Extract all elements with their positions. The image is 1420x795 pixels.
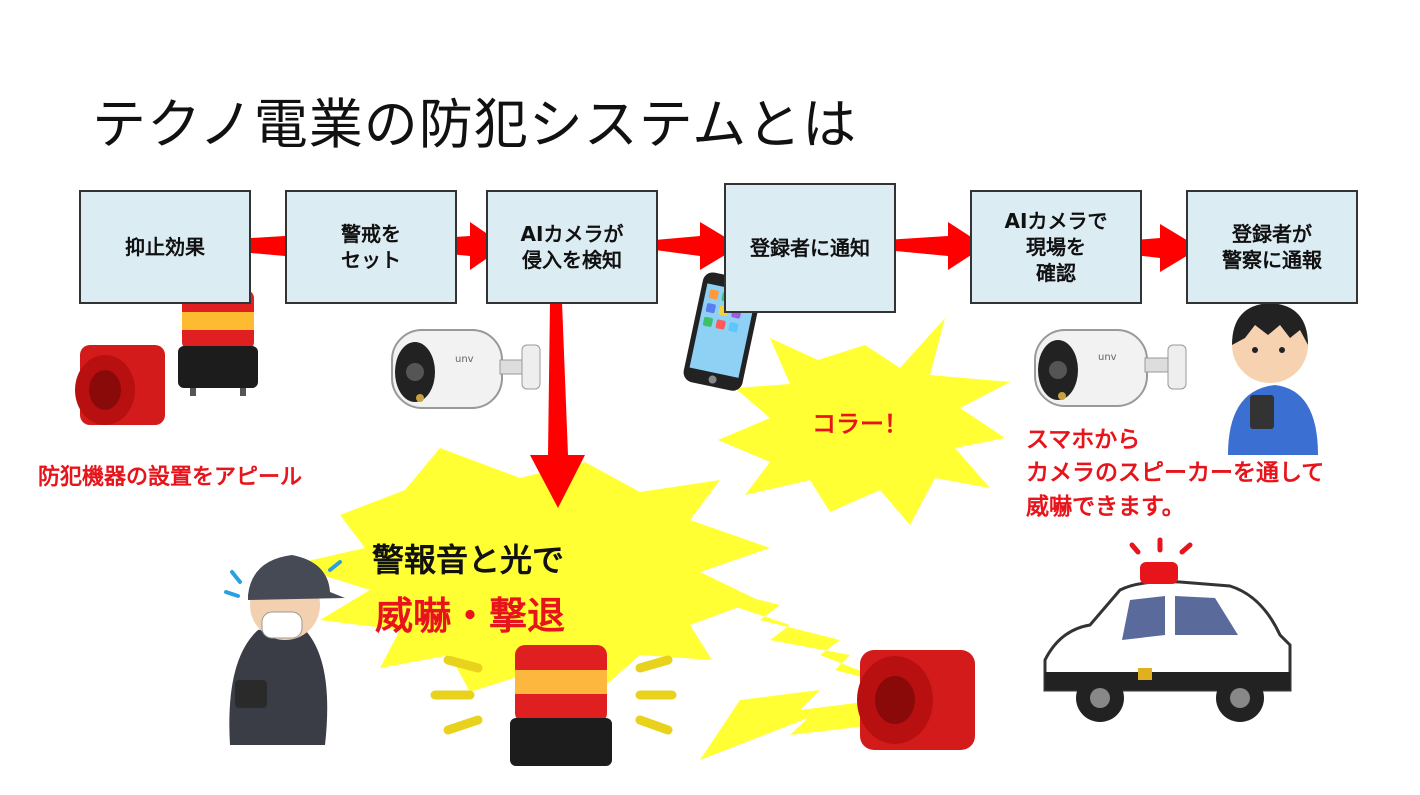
appeal-label: 防犯機器の設置をアピール xyxy=(38,465,303,490)
police-car xyxy=(1043,537,1292,722)
alarm-label-line2: 威嚇・撃退 xyxy=(375,594,566,638)
beacon-rays xyxy=(430,655,677,735)
speaker-note: スマホから カメラのスピーカーを通して 威嚇できます。 xyxy=(1026,427,1325,520)
flow-step-detect: AIカメラが 侵入を検知 xyxy=(486,190,658,304)
flow-step-report: 登録者が 警察に通報 xyxy=(1186,190,1358,304)
flow-step-confirm: AIカメラで 現場を 確認 xyxy=(970,190,1142,304)
lightning-bolt-lower xyxy=(700,690,940,760)
arrow-4 xyxy=(885,222,985,270)
ai-camera-2: unv xyxy=(1034,329,1187,407)
siren-speaker-large xyxy=(857,650,975,750)
arrow-3 xyxy=(655,222,740,270)
arrow-down xyxy=(530,302,585,508)
flow-step-notify: 登録者に通知 xyxy=(724,183,896,313)
intruder xyxy=(224,555,345,745)
shout-label: コラー！ xyxy=(812,410,908,438)
arrow-5 xyxy=(1110,224,1200,272)
alarm-burst xyxy=(290,448,770,692)
beacon-light-large xyxy=(510,645,612,766)
person-with-phone xyxy=(1228,303,1318,455)
page-title: テクノ電業の防犯システムとは xyxy=(92,93,858,156)
alarm-label-line1: 警報音と光で xyxy=(372,541,565,579)
ai-camera-1: unv xyxy=(391,329,541,409)
lightning-bolt-upper xyxy=(715,590,910,690)
beacon-light-small xyxy=(178,290,258,396)
camera-brand-2: unv xyxy=(1098,352,1117,363)
flow-step-arm: 警戒を セット xyxy=(285,190,457,304)
flow-step-deterrence: 抑止効果 xyxy=(79,190,251,304)
shout-burst xyxy=(718,318,1010,525)
camera-brand-1: unv xyxy=(455,354,474,365)
siren-speaker-small xyxy=(75,345,165,425)
